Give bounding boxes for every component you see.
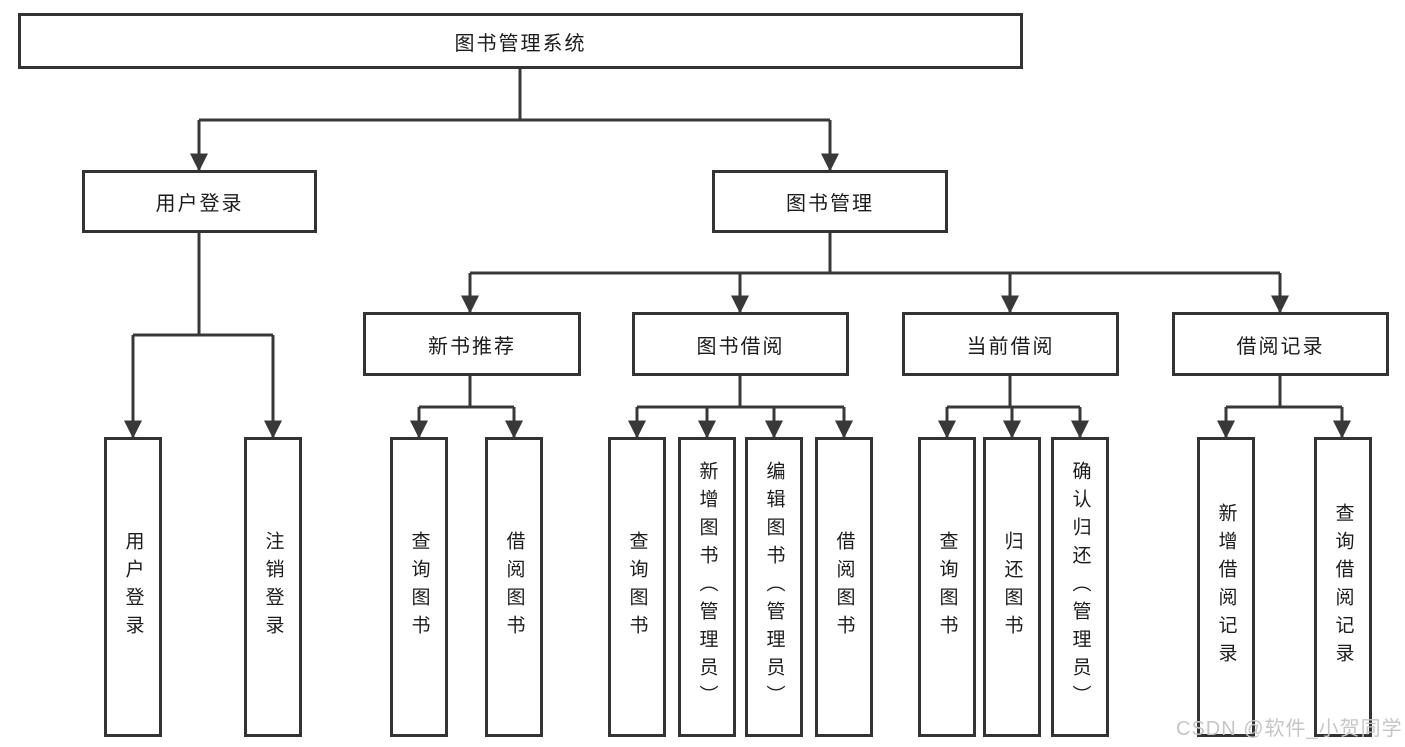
leaf-cb-confirm-return-admin: 确认归还（管理员） (1051, 437, 1109, 737)
node-root-library-system: 图书管理系统 (18, 13, 1023, 69)
leaf-bb-query-book-label: 查询图书 (626, 531, 648, 643)
leaf-bb-query-book: 查询图书 (608, 437, 666, 737)
leaf-user-login: 用户登录 (104, 437, 162, 737)
connector-line (1226, 376, 1342, 409)
leaf-br-add-record-label: 新增借阅记录 (1215, 503, 1237, 671)
leaf-bb-edit-book-admin: 编辑图书（管理员） (745, 437, 803, 737)
connector-line (470, 233, 1280, 275)
node-book-management: 图书管理 (712, 170, 948, 233)
connector-line (637, 376, 844, 409)
connector-line (199, 68, 830, 122)
node-user-login-label: 用户登录 (155, 193, 244, 215)
watermark: CSDN @软件_小贺同学 (1176, 718, 1403, 740)
node-book-borrowing: 图书借阅 (632, 312, 849, 376)
connector-line (947, 376, 1080, 409)
node-borrowing-records-label: 借阅记录 (1236, 335, 1325, 358)
node-borrowing-records: 借阅记录 (1172, 312, 1389, 376)
leaf-nb-query-book-label: 查询图书 (408, 531, 430, 643)
node-root-label: 图书管理系统 (454, 32, 587, 55)
leaf-bb-borrow-book: 借阅图书 (815, 437, 873, 737)
leaf-logout: 注销登录 (244, 437, 302, 737)
leaf-cb-query-book-label: 查询图书 (936, 531, 958, 643)
node-new-book-recommendation-label: 新书推荐 (428, 335, 516, 358)
leaf-cb-return-book-label: 归还图书 (1001, 531, 1023, 643)
node-current-borrowing-label: 当前借阅 (966, 335, 1055, 358)
connector-line (133, 233, 273, 337)
leaf-cb-confirm-return-admin-label: 确认归还（管理员） (1069, 461, 1091, 713)
leaf-cb-query-book: 查询图书 (918, 437, 976, 737)
leaf-cb-return-book: 归还图书 (983, 437, 1041, 737)
leaf-nb-borrow-book: 借阅图书 (485, 437, 543, 737)
leaf-nb-borrow-book-label: 借阅图书 (503, 531, 525, 643)
node-book-borrowing-label: 图书借阅 (696, 335, 785, 358)
leaf-user-login-label: 用户登录 (122, 531, 144, 643)
connector-line (419, 376, 514, 409)
leaf-br-query-record: 查询借阅记录 (1314, 437, 1372, 737)
leaf-bb-add-book-admin-label: 新增图书（管理员） (696, 461, 718, 713)
leaf-br-add-record: 新增借阅记录 (1197, 437, 1255, 737)
leaf-logout-label: 注销登录 (262, 531, 284, 643)
node-book-management-label: 图书管理 (786, 193, 874, 215)
leaf-bb-borrow-book-label: 借阅图书 (833, 531, 855, 643)
node-current-borrowing: 当前借阅 (902, 312, 1119, 376)
leaf-bb-add-book-admin: 新增图书（管理员） (678, 437, 736, 737)
node-user-login: 用户登录 (82, 170, 317, 233)
leaf-nb-query-book: 查询图书 (390, 437, 448, 737)
leaf-bb-edit-book-admin-label: 编辑图书（管理员） (763, 461, 785, 713)
leaf-br-query-record-label: 查询借阅记录 (1332, 503, 1354, 671)
node-new-book-recommendation: 新书推荐 (363, 312, 581, 376)
